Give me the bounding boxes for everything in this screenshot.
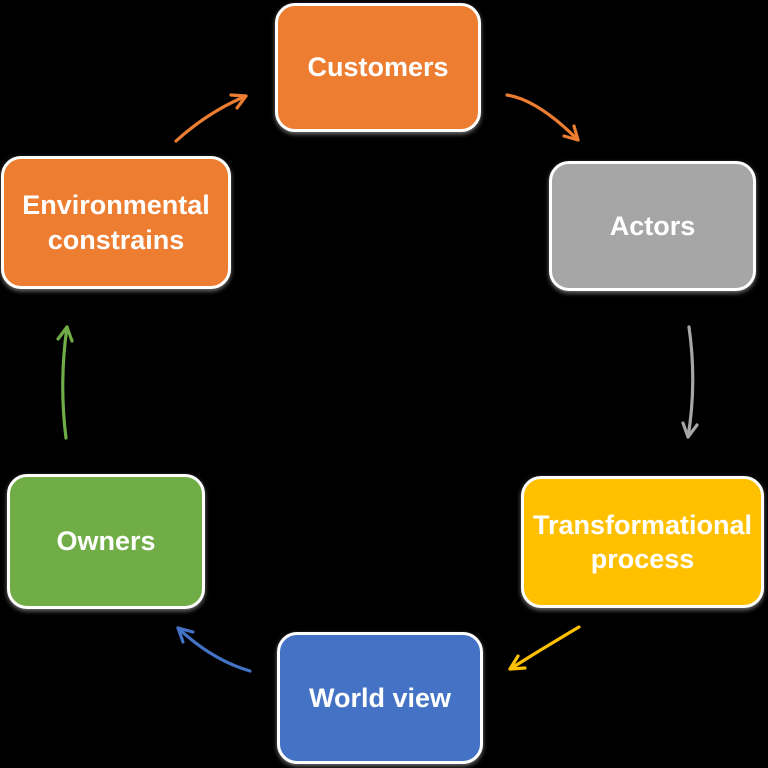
node-world-view: World view <box>277 632 483 764</box>
node-transformational-process-label: Transformational process <box>532 509 753 574</box>
node-customers: Customers <box>275 3 481 132</box>
node-customers-label: Customers <box>307 52 449 83</box>
node-transformational-process: Transformational process <box>521 476 764 608</box>
arrow-owners-to-environmental-constrains <box>56 325 74 440</box>
node-environmental-constrains-label: Environmental constrains <box>22 190 210 255</box>
node-owners: Owners <box>7 474 205 609</box>
arrow-actors-to-transformational-process <box>681 325 699 439</box>
node-owners-label: Owners <box>56 526 156 557</box>
arrow-world-view-to-owners <box>176 626 252 673</box>
arrow-customers-to-actors <box>505 93 580 142</box>
node-actors: Actors <box>549 161 756 291</box>
node-actors-label: Actors <box>609 210 696 241</box>
node-world-view-label: World view <box>308 682 452 713</box>
node-environmental-constrains: Environmental constrains <box>1 156 231 289</box>
arrow-environmental-constrains-to-customers <box>174 93 248 143</box>
arrow-transformational-process-to-world-view <box>508 625 581 671</box>
